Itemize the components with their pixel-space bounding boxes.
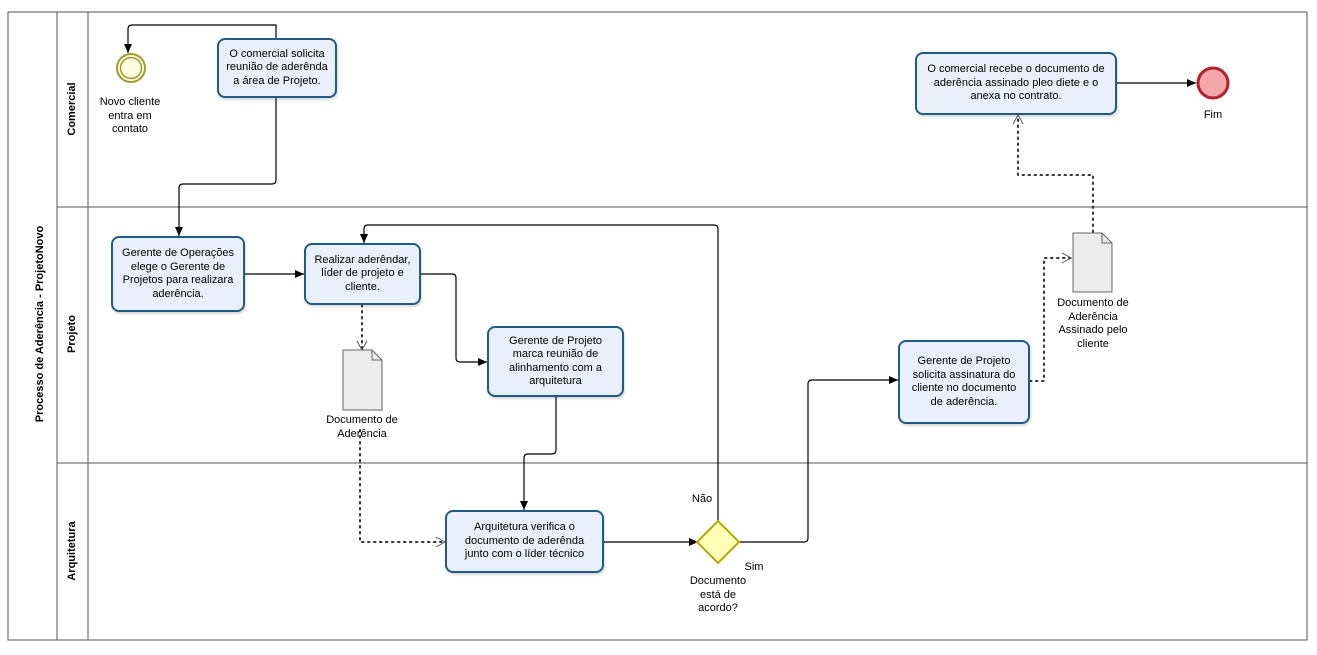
start-event-label: Novo cliente entra em contato [99, 96, 161, 135]
gateway-yes-label: Sim [744, 561, 764, 573]
task-gerente-operacoes[interactable]: Gerente de Operações elege o Gerente de … [111, 236, 245, 312]
gateway-label: Documento está de acordo? [689, 575, 747, 614]
assoc-gerente-solicita-to-doc2 [1029, 252, 1073, 382]
task-gerente-solicita-assinatura[interactable]: Gerente de Projeto solicita assinatura d… [898, 340, 1030, 424]
assoc-doc1-to-arquitetura [359, 429, 447, 548]
flow-gerente-marca-to-arquitetura [520, 397, 557, 510]
document-label-2: Documento de Aderência Assinado pelo cli… [1057, 297, 1129, 350]
document-icon-1[interactable] [342, 349, 383, 411]
flow-task1-to-start [124, 24, 277, 53]
lane-label-comercial: Comercial [66, 82, 78, 136]
end-event-label: Fim [1203, 109, 1223, 121]
lane-label-projeto: Projeto [66, 315, 78, 353]
task-comercial-solicita[interactable]: O comercial solicita reunião de aderênda… [217, 38, 337, 98]
pool-title: Processo de Aderência - ProjetoNovo [34, 225, 46, 423]
gateway-diamond[interactable] [695, 519, 741, 565]
flow-realizar-to-gerente-marca [421, 273, 487, 366]
task-gerente-marca-reuniao[interactable]: Gerente de Projeto marca reunião de alin… [487, 326, 624, 397]
document-label-1: Documento de Aderência [326, 414, 398, 440]
task-realizar-aderencia[interactable]: Realizar aderêndar, líder de projeto e c… [304, 243, 421, 305]
end-event[interactable] [1196, 66, 1230, 100]
start-event-inner-ring [119, 56, 143, 80]
flow-gateway-no [360, 224, 719, 522]
flow-task1-to-gerente-operacoes [175, 98, 277, 236]
assoc-doc2-to-comercial-recebe [1012, 113, 1094, 233]
document-icon-2[interactable] [1072, 232, 1113, 293]
flow-gateway-yes [738, 376, 898, 543]
task-comercial-recebe[interactable]: O comercial recebe o documento de aderên… [915, 52, 1117, 115]
pool-border [7, 11, 1308, 641]
gateway-no-label: Não [691, 493, 713, 505]
task-arquitetura-verifica[interactable]: Arquitetura verifica o documento de ader… [445, 510, 604, 573]
lane-label-arquitetura: Arquitetura [66, 521, 78, 581]
